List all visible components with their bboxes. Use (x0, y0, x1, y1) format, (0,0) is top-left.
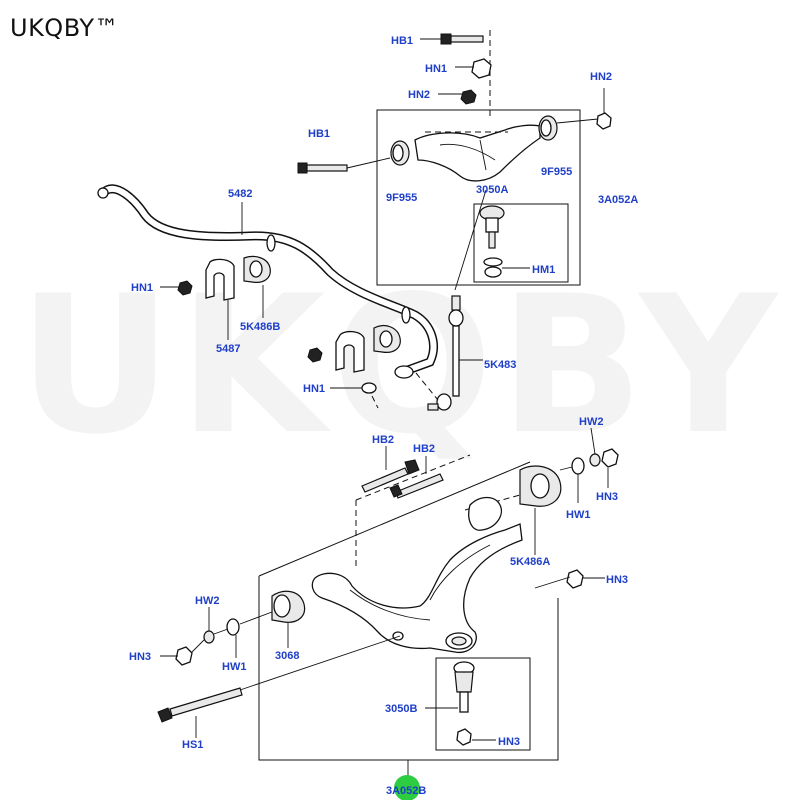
nut-hn2-right[interactable] (596, 88, 612, 130)
highlight-marker (394, 775, 420, 800)
lower-arm-assembly-box (258, 576, 559, 761)
label-5k486b: 5K486B (240, 321, 280, 333)
lower-box-edge (258, 461, 531, 577)
label-hn3-bottom: HN3 (498, 736, 520, 748)
bushing-9f955-right[interactable] (538, 115, 558, 141)
label-hn1-top: HN1 (425, 63, 447, 75)
bushing-5k486a[interactable] (519, 465, 562, 507)
stabilizer-bar-5482[interactable] (97, 184, 438, 379)
bolt-hb2-b[interactable] (389, 473, 444, 499)
lower-arm-rear-mount (468, 496, 502, 531)
label-hb2-b: HB2 (413, 443, 435, 455)
bushing-3068[interactable] (271, 590, 306, 623)
clamp-stabilizer-mid[interactable] (335, 330, 365, 373)
label-5k483: 5K483 (484, 359, 516, 371)
bolt-hb2-a[interactable] (361, 459, 420, 493)
nut-stabilizer-mid[interactable] (307, 347, 323, 363)
label-hb1-top: HB1 (391, 35, 413, 47)
bolt-hb1-top[interactable] (420, 33, 484, 45)
label-hb2-a: HB2 (372, 434, 394, 446)
upper-arm-assembly-box (376, 109, 581, 286)
nut-hn3-right[interactable] (601, 448, 619, 468)
nut-hn2-top[interactable] (438, 89, 477, 105)
washer-hw2-right[interactable] (589, 453, 601, 467)
label-hw2-right: HW2 (579, 416, 603, 428)
nut-hn1-left[interactable] (160, 280, 193, 296)
label-hn2-top: HN2 (408, 89, 430, 101)
label-hn1-left: HN1 (131, 282, 153, 294)
label-hn1-mid: HN1 (303, 383, 325, 395)
label-3a052a: 3A052A (598, 194, 638, 206)
stabilizer-link-5k483[interactable] (427, 295, 464, 411)
label-9f955-right: 9F955 (541, 166, 572, 178)
label-hn3-right: HN3 (596, 491, 618, 503)
label-hn2-right: HN2 (590, 71, 612, 83)
upper-control-arm[interactable] (414, 124, 541, 182)
label-hw1-left: HW1 (222, 661, 246, 673)
ball-joint-3050a[interactable] (479, 205, 505, 278)
label-hw2-left: HW2 (195, 595, 219, 607)
label-5482: 5482 (228, 188, 252, 200)
ball-joint-box-top (473, 203, 569, 283)
label-hw1-right: HW1 (566, 509, 590, 521)
nut-hn3-mid[interactable] (566, 569, 605, 589)
bushing-stabilizer-mid[interactable] (373, 325, 401, 353)
bolt-hs1[interactable] (157, 635, 401, 723)
washer-hn1-mid[interactable] (330, 382, 377, 394)
washer-hw1-right[interactable] (571, 457, 585, 475)
nut-hn1-top[interactable] (455, 58, 492, 79)
bushing-5k486b-left[interactable] (243, 255, 271, 283)
label-hs1: HS1 (182, 739, 203, 751)
bolt-hb1-left[interactable] (297, 157, 391, 174)
label-3050a: 3050A (476, 184, 508, 196)
label-hb1-left: HB1 (308, 128, 330, 140)
label-5k486a: 5K486A (510, 556, 550, 568)
label-3050b: 3050B (385, 703, 417, 715)
ball-joint-box-bottom (435, 657, 531, 751)
washer-hw2-left[interactable] (203, 630, 215, 644)
ball-joint-3050b[interactable] (453, 661, 475, 746)
label-3a052b: 3A052B (386, 785, 426, 797)
brand-logo-text: UKQBY™ (10, 14, 120, 42)
washer-hw1-left[interactable] (226, 618, 240, 636)
label-9f955-left: 9F955 (386, 192, 417, 204)
label-hn3-mid: HN3 (606, 574, 628, 586)
clamp-5487-left[interactable] (205, 258, 235, 301)
lower-control-arm[interactable] (311, 523, 523, 654)
nut-hn3-left[interactable] (160, 646, 193, 666)
label-hm1: HM1 (532, 264, 555, 276)
label-3068: 3068 (275, 650, 299, 662)
bushing-9f955-left[interactable] (390, 140, 410, 166)
label-5487: 5487 (216, 343, 240, 355)
label-hn3-left: HN3 (129, 651, 151, 663)
